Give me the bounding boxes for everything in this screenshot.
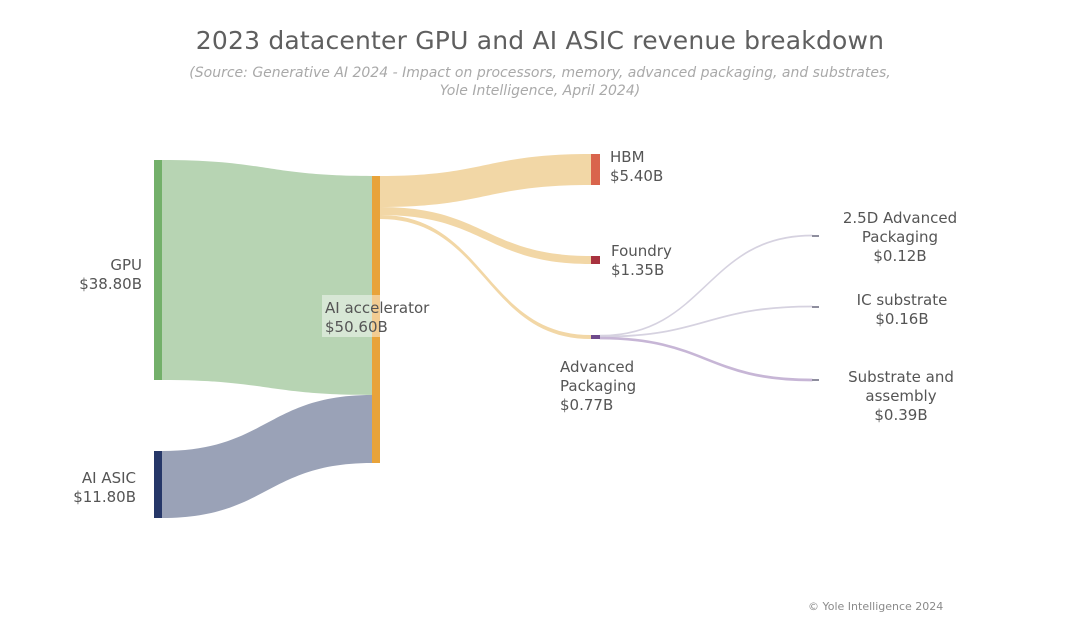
node-bar-adv [591, 335, 600, 339]
subtitle-line-1: (Source: Generative AI 2024 - Impact on … [189, 65, 891, 81]
node-label-line: HBM [610, 148, 645, 166]
node-label-line: Substrate and [848, 368, 954, 386]
node-label-line: $38.80B [79, 275, 142, 293]
node-label-line: $0.77B [560, 396, 613, 414]
node-label-asic: AI ASIC$11.80B [73, 469, 136, 506]
node-label-line: $1.35B [611, 261, 664, 279]
subtitle-line-2: Yole Intelligence, April 2024) [439, 83, 641, 99]
node-bar-ai [372, 176, 380, 463]
node-bar-sub [812, 379, 819, 381]
label-bg-ai [322, 295, 438, 337]
link-ai-foundry [380, 207, 591, 264]
node-bar-asic [154, 451, 162, 518]
node-bar-ics [812, 306, 819, 308]
node-bar-gpu [154, 160, 162, 380]
chart-title: 2023 datacenter GPU and AI ASIC revenue … [195, 26, 885, 55]
node-label-line: Advanced [560, 358, 634, 376]
node-label-hbm: HBM$5.40B [610, 148, 663, 185]
sankey-links [162, 154, 813, 518]
node-label-line: assembly [865, 387, 936, 405]
node-label-line: Packaging [862, 228, 938, 246]
link-asic-ai [162, 395, 372, 518]
node-label-line: Foundry [611, 242, 672, 260]
node-label-foundry: Foundry$1.35B [611, 242, 672, 279]
node-label-gpu: GPU$38.80B [79, 256, 142, 293]
node-label-ics: IC substrate$0.16B [857, 291, 948, 328]
node-bar-hbm [591, 154, 600, 185]
link-gpu-ai [162, 160, 372, 395]
link-ai-adv [380, 215, 591, 339]
node-label-line: Packaging [560, 377, 636, 395]
node-bar-s25 [812, 235, 819, 237]
node-label-line: $5.40B [610, 167, 663, 185]
node-label-line: AI accelerator [325, 299, 430, 317]
node-bar-foundry [591, 256, 600, 264]
node-label-line: GPU [110, 256, 142, 274]
node-label-line: $0.12B [873, 247, 926, 265]
node-label-line: IC substrate [857, 291, 948, 309]
chart-subtitle: (Source: Generative AI 2024 - Impact on … [0, 64, 1080, 100]
node-label-line: $0.39B [874, 406, 927, 424]
node-label-line: AI ASIC [82, 469, 136, 487]
sankey-nodes [154, 154, 819, 518]
node-label-ai: AI accelerator$50.60B [325, 299, 430, 336]
node-label-line: $11.80B [73, 488, 136, 506]
link-ai-hbm [380, 154, 591, 207]
node-label-line: $50.60B [325, 318, 388, 336]
node-label-line: 2.5D Advanced [843, 209, 957, 227]
copyright-text: © Yole Intelligence 2024 [808, 600, 944, 613]
node-label-line: $0.16B [875, 310, 928, 328]
